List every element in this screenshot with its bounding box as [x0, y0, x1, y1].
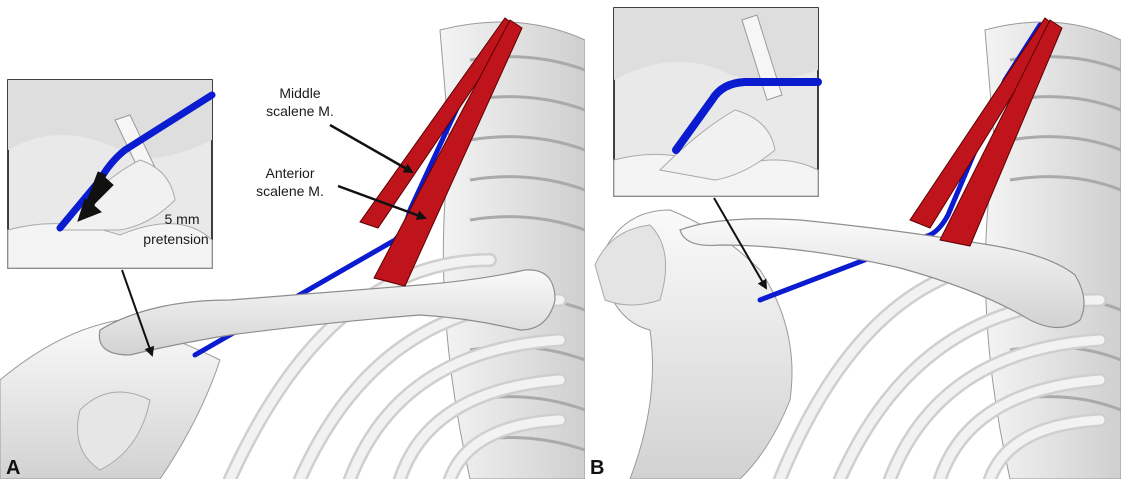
panel-letter-a: A [6, 457, 20, 479]
pretension-label-line2: pretension [143, 231, 208, 247]
inset-a: 5 mm pretension [8, 80, 212, 268]
middle-scalene-label-line1: Middle [279, 85, 320, 101]
anterior-scalene-label-line2: scalene M. [256, 183, 324, 199]
middle-scalene-label-line2: scalene M. [266, 103, 334, 119]
pretension-label-line1: 5 mm [165, 211, 200, 227]
anterior-scalene-label-line1: Anterior [265, 165, 314, 181]
middle-scalene-arrow-a [330, 125, 412, 172]
panel-letter-b: B [590, 457, 604, 479]
panel-a: Middle scalene M. Anterior scalene M. 5 … [0, 18, 585, 479]
inset-b [614, 8, 818, 196]
panel-b: B [590, 8, 1121, 479]
